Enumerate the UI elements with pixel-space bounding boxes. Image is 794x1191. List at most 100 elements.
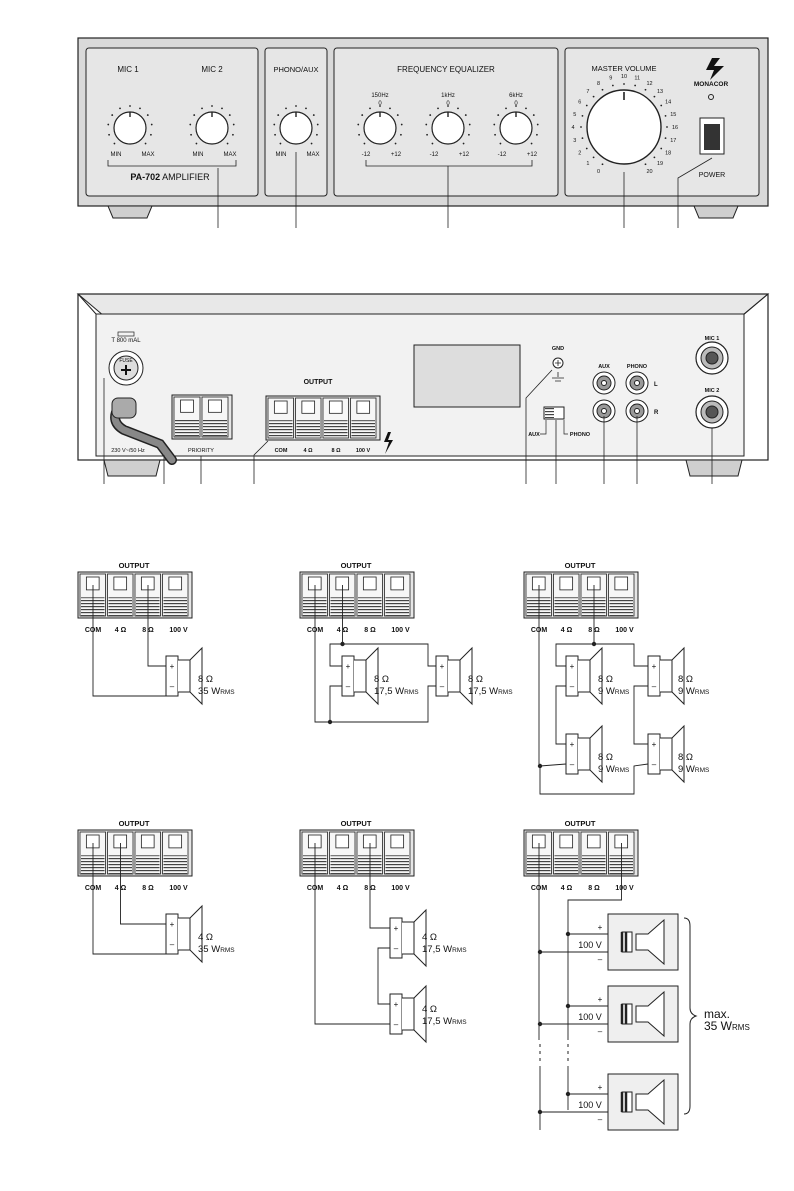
knob-tick — [277, 114, 280, 116]
eq-1khz-knob[interactable] — [425, 105, 471, 145]
terminal-screw[interactable] — [208, 399, 222, 413]
aux-rca-right[interactable] — [592, 399, 616, 423]
power-rating-label: 35 WRMS — [198, 686, 235, 697]
master-volume-knob[interactable] — [586, 89, 662, 165]
output-block-1 — [77, 571, 193, 619]
wire — [555, 685, 566, 745]
volume-scale-label: 12 — [646, 81, 652, 87]
line-speaker-1: +100 V– — [578, 913, 679, 971]
total-brace — [683, 917, 698, 1115]
speaker-minus: – — [652, 682, 657, 691]
rear-panel: T 800 mAL FUSE 230 V~/50 Hz PRIORITY OUT… — [76, 293, 770, 484]
eq-zero: 0 — [514, 101, 518, 107]
terminal-screw[interactable] — [356, 400, 371, 414]
knob-tick — [312, 114, 315, 116]
terminal-ribs — [269, 420, 293, 438]
ground-icon — [552, 372, 564, 382]
rca-pin[interactable] — [601, 380, 607, 386]
terminal-screw[interactable] — [168, 576, 183, 591]
terminal-screw[interactable] — [362, 576, 377, 591]
terminal-screw[interactable] — [559, 576, 574, 591]
knob-tick — [139, 107, 141, 110]
eq-band-6khz: 6kHz — [509, 93, 523, 99]
knob-tick — [536, 133, 538, 136]
rca-pin[interactable] — [634, 380, 640, 386]
mains-cable-grommet — [111, 397, 137, 419]
knob-tick — [505, 107, 507, 110]
volume-scale-label: 5 — [573, 112, 576, 118]
terminal-ribs — [385, 597, 409, 616]
terminal-screw[interactable] — [301, 400, 316, 414]
rear-4ohm: 4 Ω — [304, 448, 314, 454]
output-block-3 — [523, 571, 639, 619]
terminal-screw[interactable] — [390, 834, 405, 849]
rca-pin[interactable] — [634, 408, 640, 414]
speaker-minus: – — [652, 760, 657, 769]
eq-zero: 0 — [378, 101, 382, 107]
volume-tick — [592, 95, 595, 98]
line-100v-label: 100 V — [578, 940, 602, 950]
output-block-5 — [299, 829, 415, 877]
knob-tick — [357, 123, 360, 126]
knob-tick — [462, 142, 465, 145]
eq-band-150hz: 150Hz — [371, 93, 388, 99]
line-100v-label: 100 V — [578, 1012, 602, 1022]
impedance-label: 8 Ω — [598, 674, 613, 685]
terminal-screw[interactable] — [140, 834, 155, 849]
terminal-ribs — [163, 855, 187, 874]
wire — [147, 585, 166, 667]
volume-scale-label: 13 — [657, 89, 663, 95]
eq-150hz-knob[interactable] — [357, 105, 403, 145]
phono-rca-left[interactable] — [625, 371, 649, 395]
speaker-plus: + — [570, 740, 575, 749]
volume-tick — [664, 114, 667, 117]
speaker-8ohm-9w-a: +– — [565, 646, 603, 706]
terminal-screw[interactable] — [113, 576, 128, 591]
wire — [120, 843, 166, 925]
max-power-label: 35 WRMS — [704, 1019, 750, 1033]
phono-rca-right[interactable] — [625, 399, 649, 423]
transformer-core — [620, 1092, 628, 1112]
speaker-8ohm-9w-b: +– — [647, 646, 685, 706]
model-label: PA-702 AMPLIFIER — [130, 172, 210, 182]
power-switch-rocker[interactable] — [704, 124, 720, 150]
mic1-gain-knob[interactable] — [107, 105, 153, 145]
terminal-screw[interactable] — [559, 834, 574, 849]
mic1-jack[interactable] — [695, 341, 729, 375]
volume-scale-label: 20 — [646, 169, 652, 175]
volume-tick — [585, 147, 588, 150]
wire — [92, 843, 166, 955]
speaker-minus: – — [170, 940, 175, 949]
terminal-screw[interactable] — [273, 400, 288, 414]
eq-minus: -12 — [498, 152, 507, 158]
terminal-screw[interactable] — [390, 576, 405, 591]
speaker-8ohm-17w-a: +– — [341, 646, 379, 706]
mic2-gain-knob[interactable] — [189, 105, 235, 145]
knob-tick — [211, 105, 213, 107]
terminal-ribs — [385, 855, 409, 874]
wire — [314, 843, 390, 1025]
impedance-label: 8 Ω — [468, 674, 483, 685]
terminal-screw[interactable] — [180, 399, 194, 413]
knob-tick — [457, 107, 459, 110]
terminal-screw[interactable] — [586, 834, 601, 849]
terminal-ribs — [108, 597, 132, 616]
volume-scale-label: 8 — [597, 81, 600, 87]
aux-rca-left[interactable] — [592, 371, 616, 395]
knob-tick — [358, 133, 360, 136]
knob-tick — [400, 133, 402, 136]
knob-tick — [316, 123, 319, 126]
knob-tick — [525, 107, 527, 110]
speaker-minus: – — [394, 1020, 399, 1029]
terminal-screw[interactable] — [328, 400, 343, 414]
terminal-screw[interactable] — [335, 834, 350, 849]
terminal-screw[interactable] — [168, 834, 183, 849]
eq-6khz-knob[interactable] — [493, 105, 539, 145]
junction-dot — [591, 641, 597, 647]
speaker-plus: + — [170, 662, 175, 671]
terminal-screw[interactable] — [614, 576, 629, 591]
phono-aux-knob[interactable] — [273, 105, 319, 145]
mic2-jack[interactable] — [695, 395, 729, 429]
knob-tick — [285, 107, 287, 110]
rca-pin[interactable] — [601, 408, 607, 414]
